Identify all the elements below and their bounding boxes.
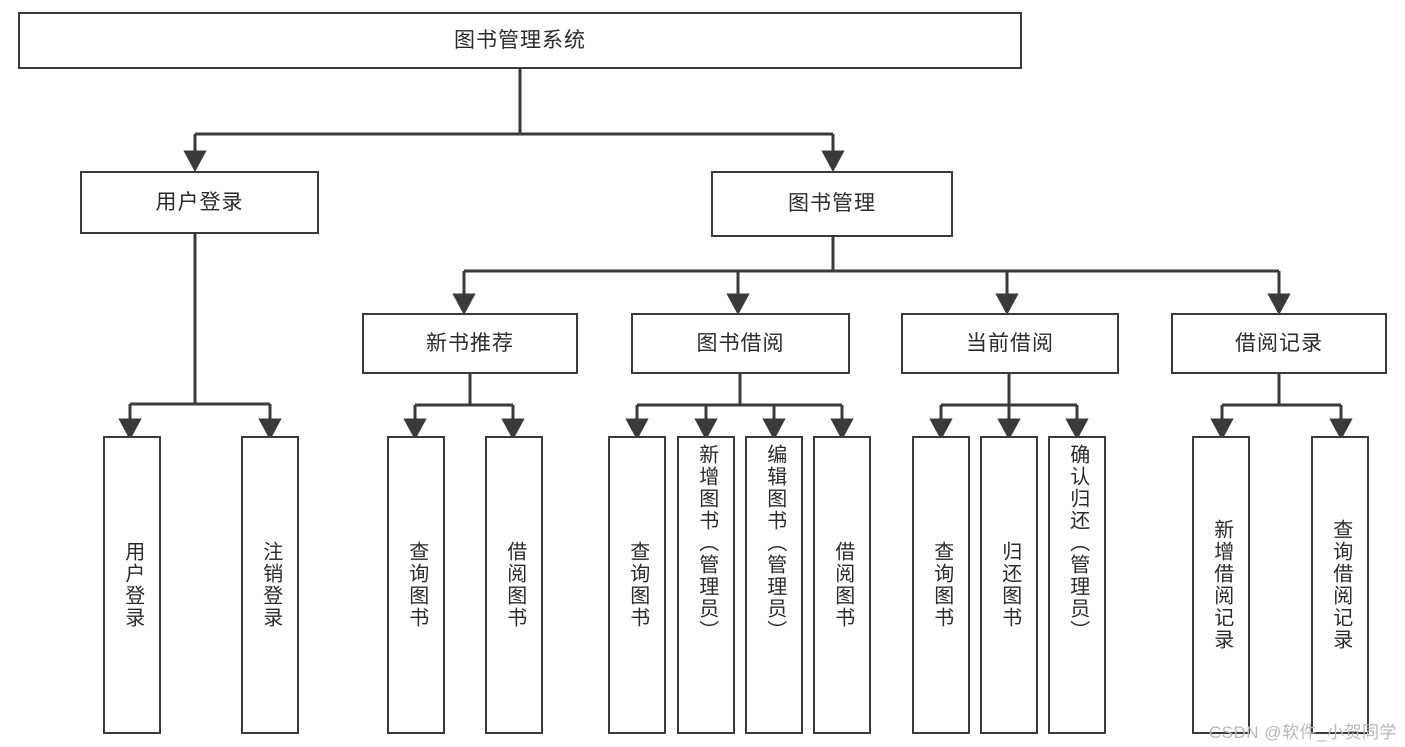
leaf-logout[interactable]: 注销登录 [241, 436, 299, 734]
node-label: 借阅记录 [1235, 331, 1323, 355]
node-label: 查询借阅记录 [1329, 519, 1352, 651]
node-label: 查询图书 [930, 541, 953, 629]
node-label: 图书管理 [788, 192, 876, 216]
node-label: 编辑图书（管理员） [763, 444, 786, 642]
node-book-management-module[interactable]: 图书管理 [711, 171, 953, 237]
leaf-query-books-borrowing[interactable]: 查询图书 [608, 436, 666, 734]
leaf-add-borrow-record[interactable]: 新增借阅记录 [1192, 436, 1250, 734]
node-label: 确认归还（管理员） [1066, 444, 1089, 642]
node-label: 当前借阅 [966, 331, 1054, 355]
leaf-borrow-books-borrowing[interactable]: 借阅图书 [813, 436, 871, 734]
node-label: 图书借阅 [696, 331, 785, 355]
leaf-query-books-recommendation[interactable]: 查询图书 [387, 436, 445, 734]
leaf-query-books-current[interactable]: 查询图书 [912, 436, 970, 734]
node-label: 查询图书 [626, 541, 649, 629]
leaf-user-login[interactable]: 用户登录 [103, 436, 161, 734]
node-new-book-recommendation[interactable]: 新书推荐 [362, 313, 578, 374]
node-label: 新增借阅记录 [1210, 519, 1233, 651]
node-label: 注销登录 [259, 541, 282, 629]
node-current-borrowing[interactable]: 当前借阅 [901, 313, 1119, 374]
node-label: 图书管理系统 [454, 28, 586, 52]
node-label: 用户登录 [155, 190, 244, 214]
leaf-add-book-admin[interactable]: 新增图书（管理员） [677, 436, 735, 734]
node-book-borrowing[interactable]: 图书借阅 [631, 313, 850, 374]
node-label: 归还图书 [998, 541, 1021, 629]
node-label: 借阅图书 [503, 541, 526, 629]
leaf-confirm-return-admin[interactable]: 确认归还（管理员） [1048, 436, 1106, 734]
node-label: 新增图书（管理员） [695, 444, 718, 642]
node-label: 查询图书 [405, 541, 428, 629]
leaf-query-borrow-record[interactable]: 查询借阅记录 [1311, 436, 1369, 734]
node-borrowing-records[interactable]: 借阅记录 [1171, 313, 1387, 374]
leaf-return-books[interactable]: 归还图书 [980, 436, 1038, 734]
node-user-login-module[interactable]: 用户登录 [80, 171, 319, 234]
watermark-text: CSDN @软件_小贺同学 [1208, 723, 1397, 742]
node-label: 用户登录 [121, 541, 144, 629]
node-root-system[interactable]: 图书管理系统 [18, 12, 1022, 69]
leaf-borrow-books-recommendation[interactable]: 借阅图书 [485, 436, 543, 734]
node-label: 新书推荐 [426, 331, 514, 355]
node-label: 借阅图书 [831, 541, 854, 629]
leaf-edit-book-admin[interactable]: 编辑图书（管理员） [745, 436, 803, 734]
